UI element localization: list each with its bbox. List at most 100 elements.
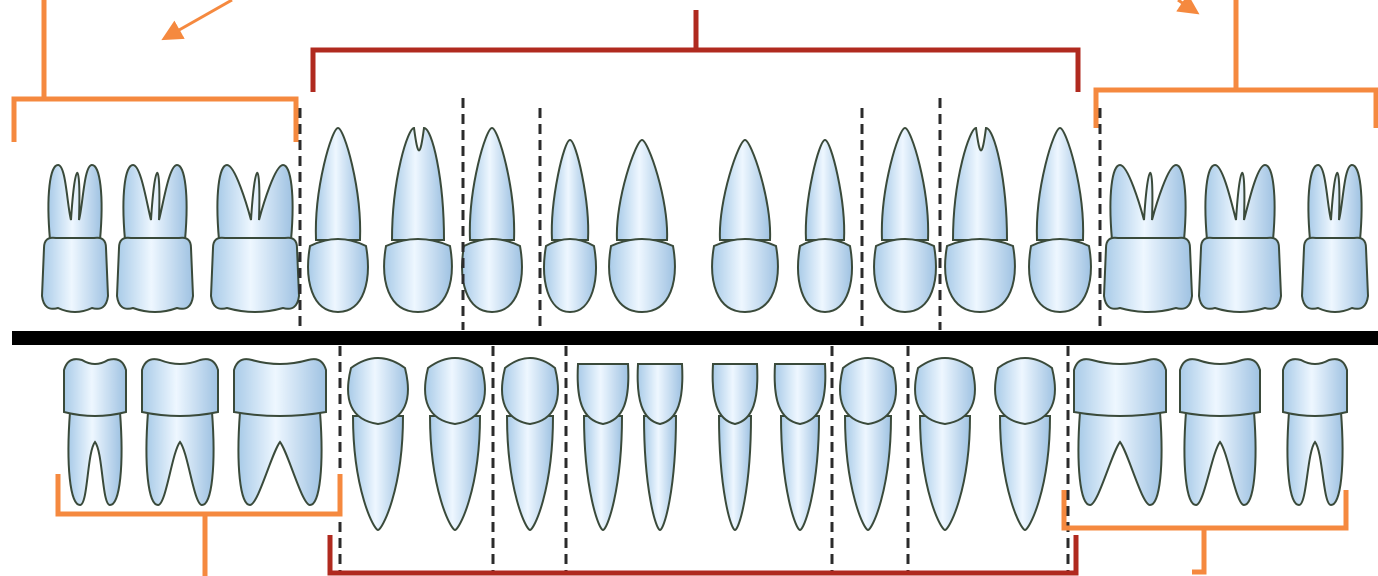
upper-tooth-molar <box>211 165 299 312</box>
lower-tooth-molar <box>234 359 326 505</box>
tooth-crown <box>712 239 778 312</box>
tooth-crown <box>609 239 675 312</box>
upper-tooth-premolar <box>945 128 1015 312</box>
tooth-root <box>1205 165 1274 240</box>
tooth-crown <box>1104 238 1192 312</box>
tooth-crown <box>211 238 299 312</box>
tooth-root <box>316 128 360 240</box>
tooth-crown <box>348 358 408 424</box>
tooth-crown <box>874 239 936 312</box>
tooth-crown <box>1283 359 1347 416</box>
lower-tooth-incisor <box>713 364 758 530</box>
lower-tooth-molar <box>64 359 126 505</box>
tooth-root <box>1078 412 1161 505</box>
lower-tooth-molar <box>1074 359 1166 505</box>
tooth-root <box>353 416 403 530</box>
upper-tooth-premolar <box>384 128 452 312</box>
upper-tooth-molar <box>1302 165 1368 312</box>
tooth-root <box>920 416 970 530</box>
tooth-crown <box>544 239 596 312</box>
bracket-upper-right-molars <box>1096 90 1376 128</box>
tooth-root <box>1184 412 1255 505</box>
upper-tooth-incisor <box>609 140 675 312</box>
upper-tooth-premolar <box>308 128 368 312</box>
tooth-root <box>507 416 553 530</box>
tooth-crown <box>1180 359 1260 416</box>
upper-tooth-premolar <box>1029 128 1091 312</box>
bracket-lower-anterior <box>330 535 1076 573</box>
tooth-root <box>430 416 480 530</box>
upper-tooth-canine <box>462 128 522 312</box>
tooth-root <box>146 412 213 505</box>
tooth-crown <box>1029 239 1091 312</box>
tooth-root <box>1287 412 1342 505</box>
upper-tooth-molar <box>1199 165 1281 312</box>
tooth-root <box>552 140 588 240</box>
lower-tooth-premolar <box>915 358 975 530</box>
tooth-crown <box>995 358 1055 424</box>
tooth-crown <box>64 359 126 416</box>
lower-arch <box>64 358 1347 530</box>
lower-tooth-premolar <box>348 358 408 530</box>
tooth-root <box>392 128 444 240</box>
tooth-root <box>1000 416 1050 530</box>
tooth-crown <box>1199 238 1281 312</box>
tooth-crown <box>425 358 485 424</box>
lower-tooth-premolar <box>425 358 485 530</box>
tooth-crown <box>840 358 896 424</box>
tooth-root <box>68 412 121 505</box>
upper-tooth-canine <box>874 128 936 312</box>
tooth-root <box>845 416 891 530</box>
tooth-root <box>882 128 928 240</box>
tooth-crown <box>234 359 326 416</box>
tooth-root <box>1110 165 1185 240</box>
upper-tooth-molar <box>1104 165 1192 312</box>
tooth-crown <box>308 239 368 312</box>
lower-tooth-incisor <box>775 364 826 530</box>
upper-tooth-molar <box>42 165 108 312</box>
occlusal-line <box>12 331 1378 345</box>
lower-tooth-incisor <box>638 364 683 530</box>
upper-tooth-incisor <box>544 140 596 312</box>
tooth-root <box>720 140 770 240</box>
tooth-crown <box>462 239 522 312</box>
lower-tooth-molar <box>1180 359 1260 505</box>
tooth-crown <box>798 239 852 312</box>
tooth-crown <box>384 239 452 312</box>
bracket-arrow <box>165 0 232 38</box>
tooth-root <box>719 416 751 530</box>
bracket-stem <box>1192 528 1204 572</box>
upper-tooth-incisor <box>712 140 778 312</box>
tooth-crown <box>117 238 193 312</box>
tooth-crown <box>1074 359 1166 416</box>
upper-arch <box>42 128 1368 312</box>
tooth-crown <box>502 358 558 424</box>
tooth-crown <box>945 239 1015 312</box>
tooth-root <box>953 128 1007 240</box>
upper-tooth-molar <box>117 165 193 312</box>
tooth-root <box>617 140 667 240</box>
tooth-root <box>238 412 321 505</box>
tooth-root <box>781 416 819 530</box>
lower-tooth-canine <box>502 358 558 530</box>
tooth-crown <box>1302 238 1368 312</box>
lower-tooth-incisor <box>578 364 629 530</box>
tooth-crown <box>915 358 975 424</box>
tooth-crown <box>142 359 218 416</box>
lower-tooth-canine <box>840 358 896 530</box>
upper-tooth-incisor <box>798 140 852 312</box>
tooth-crown <box>42 238 108 312</box>
tooth-root <box>806 140 844 240</box>
tooth-root <box>217 165 292 240</box>
tooth-root <box>48 165 101 240</box>
tooth-root <box>123 165 186 240</box>
tooth-root <box>1037 128 1083 240</box>
bracket-upper-anterior <box>313 50 1078 92</box>
bracket-upper-left-molars <box>14 99 296 142</box>
tooth-root <box>470 128 514 240</box>
bracket-arrow <box>1178 0 1196 12</box>
lower-tooth-molar <box>1283 359 1347 505</box>
lower-tooth-premolar <box>995 358 1055 530</box>
